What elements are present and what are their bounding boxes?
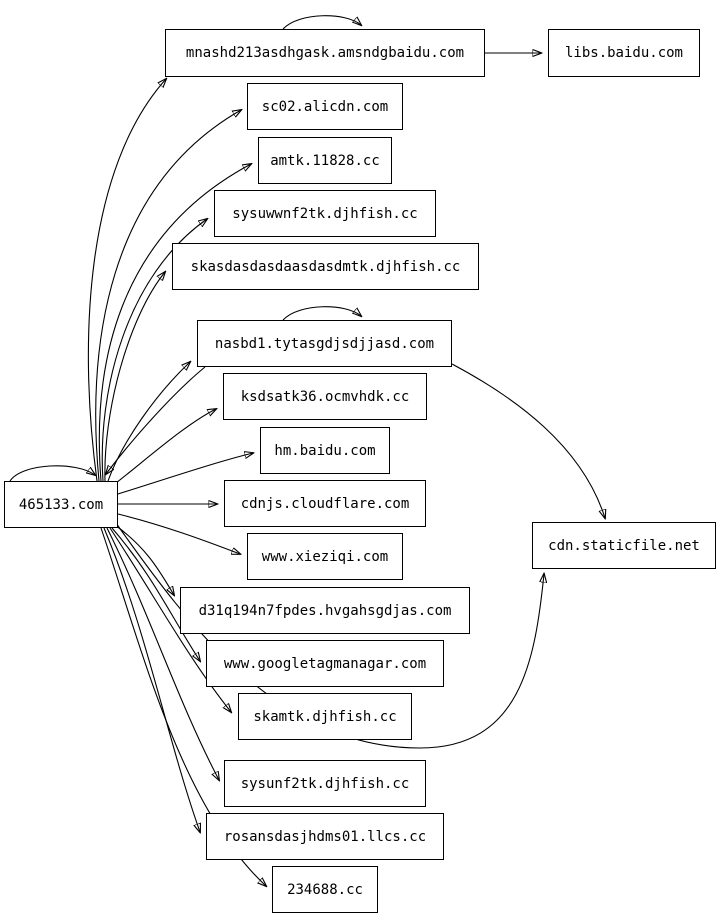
- node-libs-baidu-com: libs.baidu.com: [548, 29, 700, 77]
- edge-465133-to-skamtk: [109, 527, 231, 712]
- edge-465133-to-sysunf2tk: [106, 527, 219, 780]
- self-loop-nasbd1: [282, 306, 361, 321]
- node-ksdsatk36-ocmvhdk-cc: ksdsatk36.ocmvhdk.cc: [223, 373, 427, 420]
- edge-465133-to-rosans: [103, 527, 200, 832]
- edge-nasbd1-to-cdnstatic: [451, 363, 605, 518]
- node-rosansdasjhdms01-llcs-cc: rosansdasjhdms01.llcs.cc: [206, 813, 444, 860]
- node-sysuwwnf2tk-djhfish-cc: sysuwwnf2tk.djhfish.cc: [214, 190, 436, 237]
- node-sc02-alicdn-com: sc02.alicdn.com: [247, 83, 403, 130]
- edge-465133-to-d31q: [114, 524, 174, 595]
- node-www-xieziqi-com: www.xieziqi.com: [247, 533, 403, 580]
- node-nasbd1-tytasgdjsdjjasd-com: nasbd1.tytasgdjsdjjasd.com: [197, 320, 452, 367]
- node-465133-com: 465133.com: [4, 481, 118, 528]
- edge-465133-to-googletagmanagar: [111, 527, 200, 661]
- edge-465133-to-hm: [117, 453, 253, 495]
- node-skamtk-djhfish-cc: skamtk.djhfish.cc: [238, 693, 412, 740]
- edge-465133-to-ksdsatk36: [115, 409, 216, 484]
- node-hm-baidu-com: hm.baidu.com: [260, 427, 390, 474]
- node-mnashd-amsndgbaidu-com: mnashd213asdhgask.amsndgbaidu.com: [165, 29, 485, 77]
- edge-465133-to-mnashd: [87, 79, 166, 482]
- edge-465133-to-xieziqi: [117, 513, 240, 554]
- node-cdn-staticfile-net: cdn.staticfile.net: [532, 522, 716, 569]
- edge-465133-to-sc02: [95, 110, 241, 482]
- node-cdnjs-cloudflare-com: cdnjs.cloudflare.com: [224, 480, 426, 527]
- node-amtk-11828-cc: amtk.11828.cc: [258, 137, 392, 184]
- node-234688-cc: 234688.cc: [272, 866, 378, 913]
- self-loop-mnashd: [282, 15, 361, 30]
- node-skasdasdasdaasdasdmtk-djhfish-cc: skasdasdasdaasdasdmtk.djhfish.cc: [172, 243, 479, 290]
- node-d31q194n7fpdes-hvgahsgdjas-com: d31q194n7fpdes.hvgahsgdjas.com: [180, 587, 470, 634]
- edge-465133-to-skasd: [104, 272, 165, 482]
- node-sysunf2tk-djhfish-cc: sysunf2tk.djhfish.cc: [224, 760, 426, 807]
- node-www-googletagmanagar-com: www.googletagmanagar.com: [206, 640, 444, 687]
- self-loop-465133: [9, 465, 95, 482]
- edge-nasbd1-to-465133: [106, 366, 206, 474]
- edge-465133-to-amtk: [98, 164, 251, 482]
